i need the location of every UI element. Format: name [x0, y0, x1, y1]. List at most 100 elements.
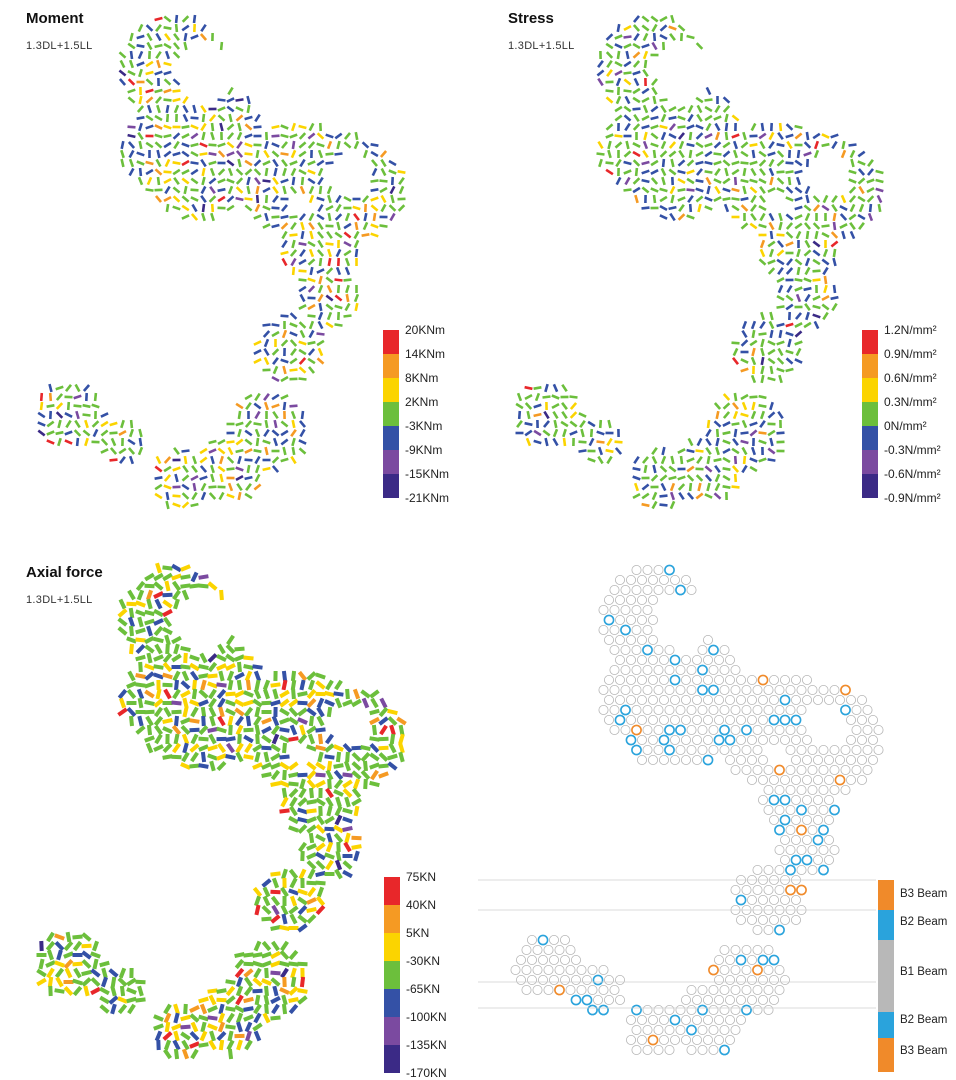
legend-label: -15KNm	[405, 467, 449, 481]
mesh-cell	[665, 645, 674, 654]
mesh-cell	[560, 935, 569, 944]
mesh-cell	[791, 755, 800, 764]
mesh-segment	[301, 222, 303, 230]
mesh-cell	[626, 595, 635, 604]
mesh-segment	[256, 905, 258, 915]
mesh-segment	[155, 717, 161, 725]
mesh-segment	[355, 240, 358, 247]
mesh-segment	[273, 187, 278, 194]
mesh-cell	[626, 615, 635, 624]
mesh-segment	[201, 34, 206, 40]
mesh-segment	[290, 359, 297, 364]
mesh-segment	[380, 708, 387, 716]
mesh-segment	[254, 485, 260, 490]
mesh-cell	[753, 965, 762, 974]
mesh-segment	[164, 486, 171, 489]
mesh-segment	[299, 916, 307, 922]
mesh-segment	[346, 258, 349, 266]
mesh-cell	[725, 975, 734, 984]
mesh-segment	[244, 666, 254, 668]
mesh-segment	[181, 692, 190, 697]
mesh-segment	[741, 441, 749, 443]
mesh-segment	[319, 752, 321, 762]
mesh-segment	[400, 186, 403, 193]
mesh-segment	[120, 600, 124, 609]
mesh-segment	[372, 771, 378, 779]
mesh-segment	[789, 339, 791, 347]
mesh-segment	[183, 493, 189, 499]
mesh-cell	[764, 985, 773, 994]
mesh-segment	[327, 771, 331, 780]
mesh-cell	[764, 725, 773, 734]
mesh-segment	[173, 726, 179, 734]
mesh-cell	[769, 915, 778, 924]
mesh-cell	[764, 765, 773, 774]
mesh-segment	[148, 743, 152, 752]
mesh-segment	[299, 126, 307, 128]
mesh-segment	[148, 34, 152, 41]
mesh-segment	[335, 780, 341, 788]
mesh-segment	[274, 878, 277, 887]
mesh-segment	[191, 134, 197, 139]
mesh-cell	[687, 665, 696, 674]
mesh-cell	[769, 715, 778, 724]
mesh-cell	[681, 575, 690, 584]
mesh-segment	[570, 422, 576, 427]
mesh-segment	[146, 673, 154, 680]
mesh-segment	[327, 861, 332, 869]
mesh-segment	[319, 698, 323, 707]
mesh-segment	[868, 160, 873, 166]
mesh-cell	[681, 675, 690, 684]
mesh-segment	[202, 187, 206, 194]
mesh-segment	[155, 72, 163, 75]
mesh-cell	[692, 715, 701, 724]
mesh-segment	[110, 997, 117, 1004]
mesh-segment	[325, 854, 334, 857]
mesh-segment	[723, 143, 730, 148]
mesh-segment	[849, 215, 855, 220]
mesh-segment	[174, 672, 179, 681]
mesh-segment	[308, 780, 315, 787]
mesh-segment	[284, 743, 285, 753]
mesh-segment	[543, 431, 549, 436]
mesh-segment	[617, 96, 620, 103]
mesh-segment	[137, 582, 143, 590]
mesh-segment	[642, 26, 648, 31]
mesh-segment	[155, 90, 163, 92]
mesh-segment	[319, 348, 322, 355]
mesh-segment	[768, 153, 776, 155]
mesh-segment	[282, 142, 287, 148]
mesh-segment	[127, 604, 137, 605]
mesh-segment	[705, 144, 713, 146]
mesh-segment	[302, 231, 303, 239]
mesh-segment	[753, 330, 754, 338]
mesh-segment	[165, 457, 170, 463]
mesh-cell	[626, 1015, 635, 1024]
mesh-segment	[688, 115, 692, 122]
mesh-segment	[201, 25, 205, 32]
mesh-segment	[281, 951, 288, 958]
mesh-segment	[653, 456, 656, 463]
mesh-segment	[236, 440, 242, 445]
mesh-segment	[318, 133, 324, 138]
mesh-segment	[786, 135, 794, 137]
mesh-segment	[380, 718, 388, 724]
mesh-segment	[239, 662, 240, 672]
mesh-segment	[633, 188, 640, 192]
mesh-cell	[769, 815, 778, 824]
mesh-segment	[165, 187, 169, 194]
mesh-segment	[284, 671, 285, 681]
mesh-segment	[362, 234, 370, 235]
mesh-segment	[706, 439, 710, 446]
mesh-cell	[742, 725, 751, 734]
mesh-segment	[146, 170, 153, 174]
mesh-segment	[145, 683, 154, 686]
mesh-segment	[325, 701, 334, 705]
mesh-cell	[780, 975, 789, 984]
mesh-segment	[75, 430, 81, 436]
mesh-segment	[229, 483, 232, 491]
mesh-cell	[764, 805, 773, 814]
mesh-segment	[182, 179, 188, 184]
mesh-segment	[290, 763, 298, 769]
mesh-cell	[731, 885, 740, 894]
